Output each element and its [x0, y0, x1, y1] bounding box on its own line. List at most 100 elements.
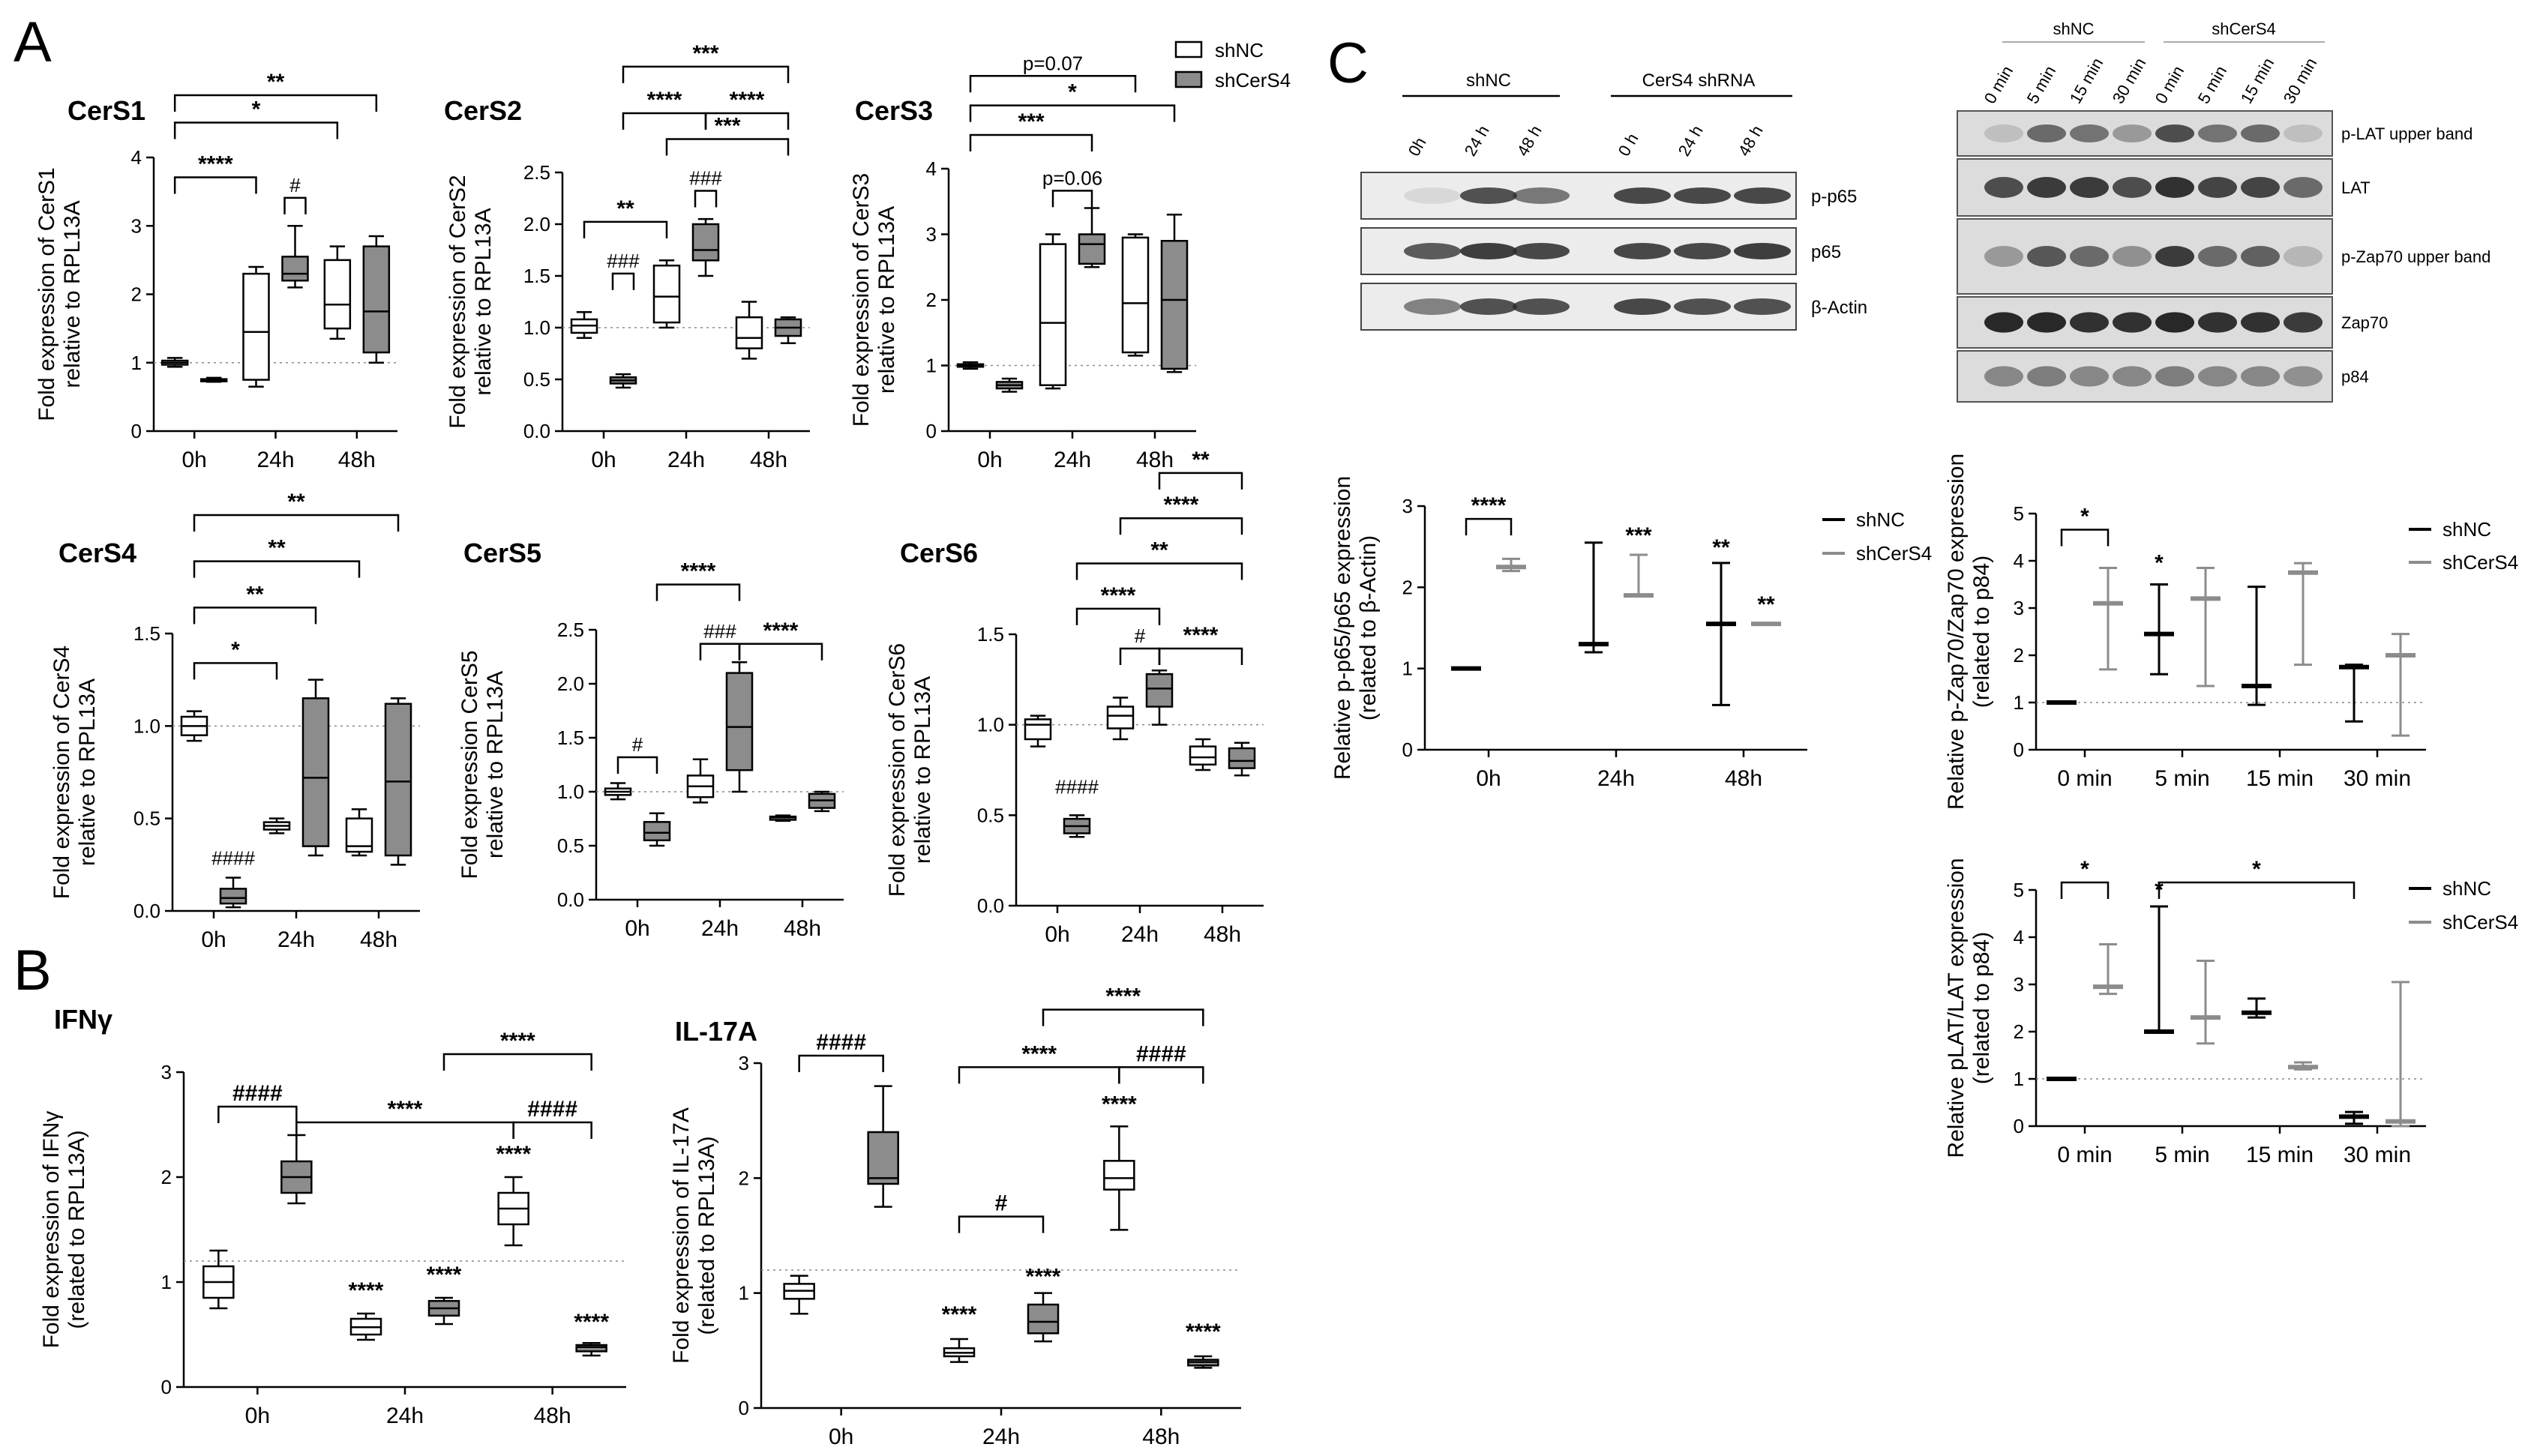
x-tick-label: 0h	[625, 916, 649, 941]
x-tick-label: 5 min	[2155, 766, 2209, 791]
blot-band	[1513, 187, 1570, 204]
significance-label: #	[1135, 625, 1146, 647]
y-axis-label: Relative p-p65/p65 expression	[1330, 476, 1355, 780]
blot-band	[2198, 366, 2237, 387]
blot-band	[1984, 312, 2023, 333]
blot-band	[1460, 187, 1517, 204]
x-tick-label: 48h	[784, 916, 821, 941]
y-tick-label: 1	[131, 352, 142, 374]
y-tick-label: 0	[2014, 738, 2024, 761]
significance-bracket	[442, 1053, 592, 1071]
blot-band-label: p-p65	[1811, 187, 1857, 207]
y-tick-label: 0	[739, 1397, 749, 1419]
significance-label: ****	[1101, 583, 1136, 608]
x-tick-label: 48h	[360, 927, 397, 952]
legend-label-shnc: shNC	[2443, 518, 2491, 541]
x-tick-label: 0 min	[2057, 766, 2112, 791]
significance-bracket	[622, 65, 790, 83]
box-shnc	[1103, 1160, 1135, 1191]
significance-label: #	[289, 174, 301, 196]
significance-label: ***	[1625, 523, 1651, 548]
blot-band	[1984, 124, 2023, 142]
significance-bracket	[616, 756, 658, 774]
blot-band-label: p84	[2341, 367, 2369, 386]
y-tick-label: 1	[2014, 1068, 2024, 1090]
blot-band-label: p65	[1811, 242, 1841, 262]
y-axis-label: relative to RPL13A	[483, 671, 508, 858]
legend-pp65: shNC shCerS4	[1822, 508, 1932, 565]
blot-lane-label: 15 min	[2237, 55, 2278, 107]
blot-lane-label: 5 min	[2023, 62, 2060, 106]
y-axis-label: Fold expression of IFNγ	[39, 1111, 64, 1349]
blot-band	[2241, 124, 2280, 142]
significance-label: **	[1192, 448, 1210, 472]
significance-label: ####	[527, 1097, 577, 1122]
x-tick-label: 24h	[256, 448, 294, 472]
box-shcers4	[301, 697, 330, 847]
significance-bracket	[958, 1215, 1045, 1233]
box-shcers4	[867, 1131, 899, 1185]
blot-band-label: LAT	[2341, 178, 2371, 197]
blot-band	[2198, 177, 2237, 198]
y-tick-label: 0	[1402, 738, 1413, 761]
significance-bracket	[1051, 190, 1093, 208]
blot-lane-label: 30 min	[2280, 55, 2321, 107]
box-shcers4	[725, 672, 754, 771]
significance-label: #	[995, 1191, 1008, 1216]
y-axis-label: (related to RPL13A)	[64, 1130, 89, 1329]
significance-bracket	[1119, 647, 1161, 665]
y-tick-label: 1.0	[557, 780, 584, 803]
box-shnc	[1024, 718, 1052, 741]
significance-bracket	[665, 138, 790, 156]
box-shcers4	[1027, 1303, 1060, 1335]
legend-label-shcers4: shCerS4	[2443, 551, 2518, 574]
blot-band	[2241, 366, 2280, 387]
significance-bracket	[193, 662, 278, 680]
y-tick-label: 1	[1402, 658, 1413, 680]
significance-label: **	[267, 70, 285, 94]
blot-lane-label: 0h	[1405, 134, 1430, 160]
y-tick-label: 0.5	[133, 807, 160, 830]
y-axis-label: Relative pLAT/LAT expression	[1944, 858, 1969, 1158]
blot-band	[2241, 177, 2280, 198]
y-tick-label: 4	[2014, 550, 2024, 572]
y-tick-label: 3	[2014, 597, 2024, 619]
y-tick-label: 1	[926, 355, 937, 377]
y-tick-label: 0	[131, 420, 142, 442]
y-tick-label: 1.5	[133, 622, 160, 645]
x-tick-label: 24h	[667, 448, 705, 472]
significance-bracket	[699, 643, 741, 661]
box-shcers4	[575, 1344, 607, 1353]
significance-bracket	[1465, 517, 1513, 536]
blot-band	[1674, 187, 1731, 204]
significance-bracket	[193, 514, 400, 532]
y-tick-label: 4	[131, 146, 142, 169]
blot-lane-label: 15 min	[2066, 55, 2107, 107]
blot-band	[2070, 246, 2109, 267]
significance-label: ***	[714, 114, 740, 139]
panel-label-b: B	[13, 939, 52, 1002]
blot-band	[2113, 246, 2152, 267]
x-tick-label: 0h	[181, 448, 206, 472]
blot-band	[2284, 312, 2323, 333]
x-tick-label: 0h	[245, 1404, 270, 1428]
significance-label: ****	[730, 88, 765, 112]
x-tick-label: 30 min	[2344, 766, 2411, 791]
significance-label: ####	[211, 846, 255, 869]
blot-lane-label: 24 h	[1461, 122, 1493, 160]
y-tick-label: 0.0	[557, 888, 584, 911]
blot-band	[1734, 298, 1791, 315]
box-shnc	[1106, 706, 1135, 729]
significance-bracket	[969, 75, 1137, 93]
y-tick-label: 0.5	[557, 834, 584, 857]
blot-band	[2027, 366, 2066, 387]
significance-label: ***	[692, 41, 718, 66]
y-tick-label: 2.0	[523, 213, 550, 235]
y-axis-label: relative to RPL13A	[471, 208, 496, 395]
legend-label-shcers4: shCerS4	[1856, 542, 1932, 565]
blot-band-label: Zap70	[2341, 313, 2388, 332]
